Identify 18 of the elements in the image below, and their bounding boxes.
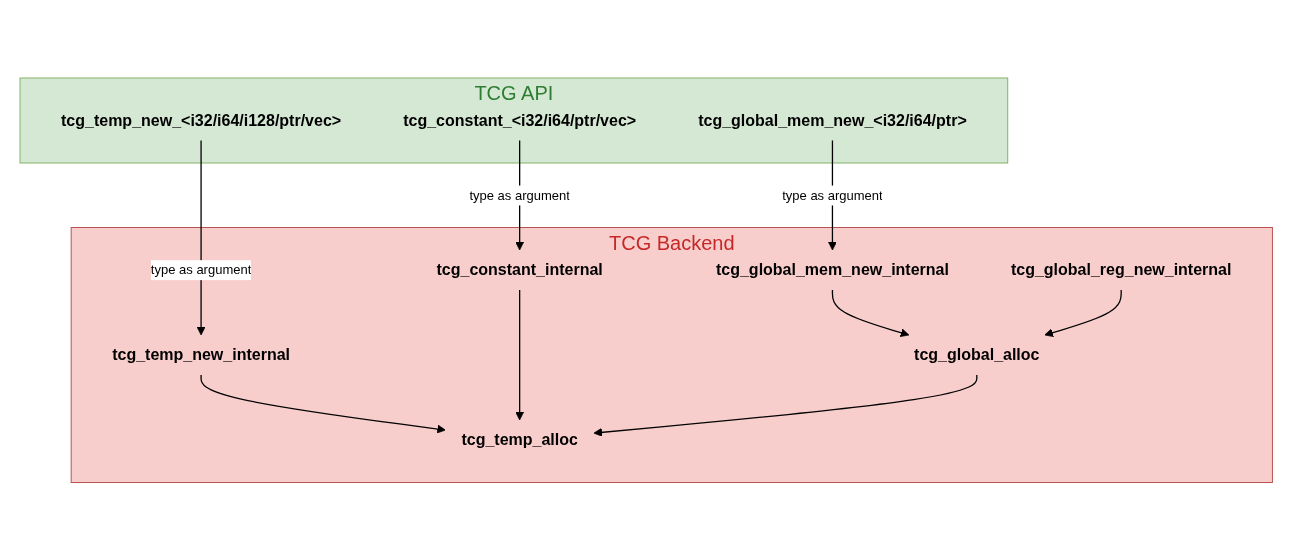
- node-text: tcg_global_reg_new_internal: [1011, 260, 1232, 278]
- node-text: tcg_global_mem_new_internal: [716, 260, 950, 278]
- arrow: [196, 139, 206, 336]
- node-text: tcg_constant_internal: [436, 260, 604, 278]
- node-text: tcg_constant_<i32/i64/ptr/vec>: [403, 111, 637, 129]
- edge-label: type as argument: [151, 262, 252, 277]
- node-text: tcg_global_alloc: [914, 345, 1040, 363]
- edge-label: type as argument: [782, 187, 883, 203]
- arrow: [200, 374, 447, 434]
- node-text: tcg_temp_new_<i32/i64/i128/ptr/vec>: [61, 111, 342, 129]
- arrow: [593, 374, 978, 437]
- node-text: tcg_temp_new_internal: [112, 345, 291, 363]
- node-text: tcg_global_mem_new_<i32/i64/ptr>: [698, 111, 967, 129]
- arrow: [515, 289, 525, 421]
- arrow: [832, 289, 910, 337]
- edge-label: type as argument: [469, 187, 571, 203]
- node-text: tcg_temp_alloc: [461, 430, 579, 448]
- arrow: [1044, 289, 1123, 337]
